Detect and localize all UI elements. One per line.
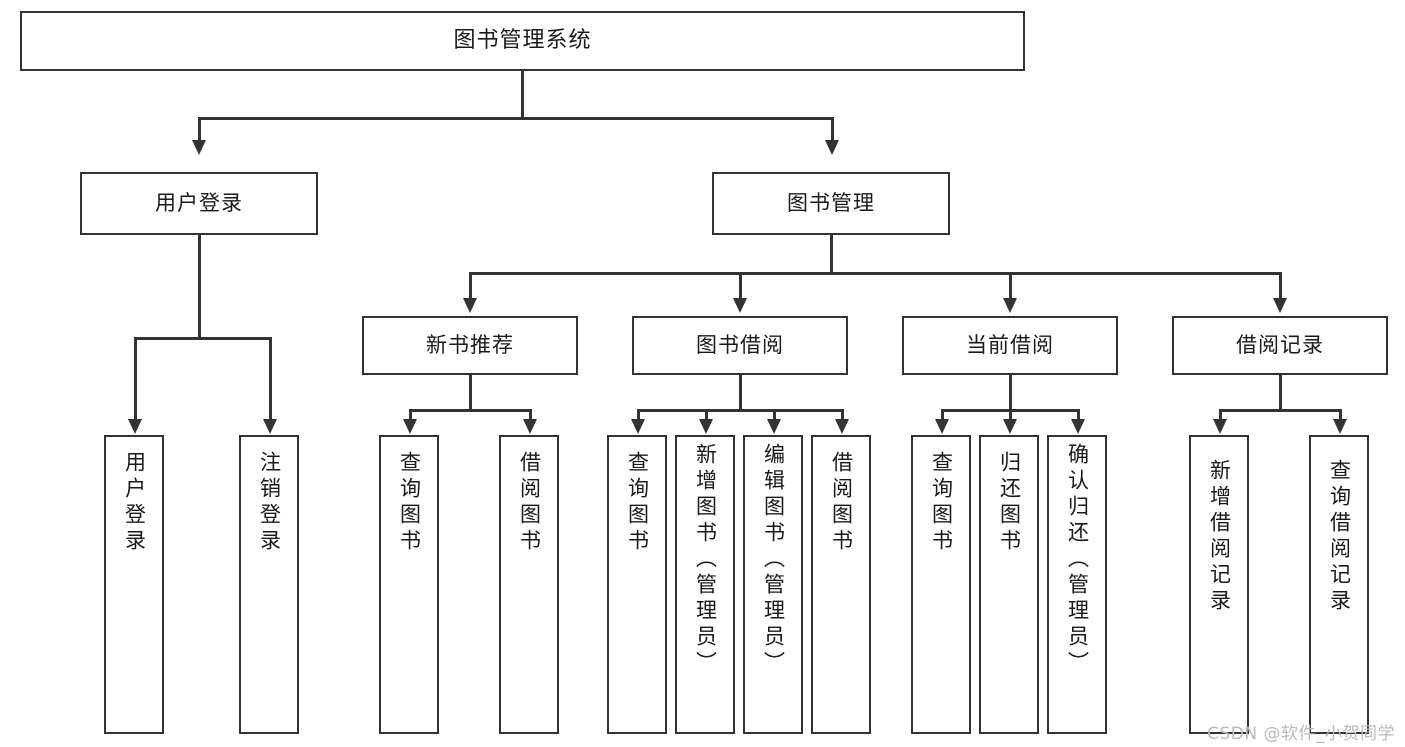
arrowhead-leaf-query-book-1 [403, 419, 417, 434]
leaf-add-book[interactable]: 新增图书（管理员） [675, 435, 735, 734]
arrowhead-leaf-query-record [1333, 419, 1347, 434]
connector-book-management-bus [469, 272, 1281, 275]
leaf-query-book-2[interactable]: 查询图书 [607, 435, 667, 734]
leaf-label: 确认归还（管理员） [1065, 443, 1090, 677]
connector-cb-child1 [941, 409, 944, 421]
arrowhead-leaf-query-book-2 [631, 419, 645, 434]
leaf-confirm-return[interactable]: 确认归还（管理员） [1047, 435, 1107, 734]
connector-book-management-stem [830, 235, 833, 272]
connector-borrow-record-stem [1279, 375, 1282, 409]
node-book-management[interactable]: 图书管理 [712, 172, 950, 235]
connector-cb-child3 [1077, 409, 1080, 421]
connector-bb-child4 [841, 409, 844, 421]
connector-user-login-child1 [134, 337, 137, 421]
connector-current-borrow-stem [1009, 375, 1012, 409]
arrowhead-borrow-record [1273, 298, 1287, 313]
connector-bb-child3 [773, 409, 776, 421]
leaf-label: 借阅图书 [829, 451, 854, 555]
node-label: 新书推荐 [426, 332, 514, 357]
node-new-book-recommend[interactable]: 新书推荐 [362, 316, 578, 375]
leaf-edit-book[interactable]: 编辑图书（管理员） [743, 435, 803, 734]
leaf-label: 新增图书（管理员） [693, 443, 718, 677]
node-label: 图书管理 [787, 190, 875, 215]
arrowhead-current-borrow [1003, 298, 1017, 313]
arrowhead-leaf-user-logout [263, 419, 277, 434]
leaf-user-login[interactable]: 用户登录 [104, 435, 164, 734]
node-borrow-record[interactable]: 借阅记录 [1172, 316, 1388, 375]
connector-bm-to-book-borrow [739, 272, 742, 300]
leaf-query-book-3[interactable]: 查询图书 [911, 435, 971, 734]
connector-br-child2 [1339, 409, 1342, 421]
arrowhead-leaf-borrow-book-1 [523, 419, 537, 434]
leaf-label: 新增借阅记录 [1207, 459, 1232, 615]
connector-root-bus [198, 117, 832, 120]
connector-bm-to-new-book [469, 272, 472, 300]
connector-root-stem [521, 71, 524, 117]
connector-root-to-user-login [198, 117, 201, 142]
connector-bb-child2 [705, 409, 708, 421]
arrowhead-leaf-add-book [699, 419, 713, 434]
arrowhead-leaf-return-book [1003, 419, 1017, 434]
leaf-borrow-book-2[interactable]: 借阅图书 [811, 435, 871, 734]
node-label: 用户登录 [155, 190, 243, 215]
arrowhead-leaf-user-login [128, 419, 142, 434]
node-label: 借阅记录 [1236, 332, 1324, 357]
connector-new-book-child2 [529, 409, 532, 421]
node-user-login[interactable]: 用户登录 [80, 172, 318, 235]
connector-borrow-record-bus [1219, 409, 1341, 412]
leaf-add-record[interactable]: 新增借阅记录 [1189, 435, 1249, 734]
leaf-label: 查询借阅记录 [1327, 459, 1352, 615]
connector-cb-child2 [1009, 409, 1012, 421]
arrowhead-leaf-edit-book [767, 419, 781, 434]
leaf-label: 查询图书 [625, 451, 650, 555]
connector-user-login-bus [134, 337, 271, 340]
leaf-label: 借阅图书 [517, 451, 542, 555]
arrowhead-leaf-confirm-return [1071, 419, 1085, 434]
connector-bm-to-current-borrow [1009, 272, 1012, 300]
leaf-query-book-1[interactable]: 查询图书 [379, 435, 439, 734]
node-label: 图书借阅 [696, 332, 784, 357]
arrowhead-user-login [192, 140, 206, 155]
leaf-label: 编辑图书（管理员） [761, 443, 786, 677]
connector-root-to-book-management [831, 117, 834, 142]
leaf-label: 查询图书 [397, 451, 422, 555]
connector-user-login-stem [198, 235, 201, 337]
leaf-label: 用户登录 [122, 451, 147, 555]
leaf-query-record[interactable]: 查询借阅记录 [1309, 435, 1369, 734]
connector-bm-to-borrow-record [1279, 272, 1282, 300]
node-book-borrow[interactable]: 图书借阅 [632, 316, 848, 375]
node-current-borrow[interactable]: 当前借阅 [902, 316, 1118, 375]
connector-br-child1 [1219, 409, 1222, 421]
connector-new-book-child1 [409, 409, 412, 421]
leaf-borrow-book-1[interactable]: 借阅图书 [499, 435, 559, 734]
arrowhead-book-borrow [733, 298, 747, 313]
connector-new-book-stem [469, 375, 472, 409]
leaf-return-book[interactable]: 归还图书 [979, 435, 1039, 734]
node-label: 图书管理系统 [453, 27, 592, 53]
arrowhead-leaf-borrow-book-2 [835, 419, 849, 434]
connector-book-borrow-bus [637, 409, 843, 412]
arrowhead-new-book-recommend [463, 298, 477, 313]
arrowhead-book-management [825, 140, 839, 155]
leaf-label: 查询图书 [929, 451, 954, 555]
arrowhead-leaf-add-record [1213, 419, 1227, 434]
arrowhead-leaf-query-book-3 [935, 419, 949, 434]
node-label: 当前借阅 [966, 332, 1054, 357]
leaf-user-logout[interactable]: 注销登录 [239, 435, 299, 734]
connector-user-login-child2 [269, 337, 272, 421]
connector-book-borrow-stem [739, 375, 742, 409]
connector-bb-child1 [637, 409, 640, 421]
leaf-label: 归还图书 [997, 451, 1022, 555]
node-root-system[interactable]: 图书管理系统 [20, 11, 1025, 71]
watermark-text: CSDN @软件_小贺同学 [1207, 724, 1395, 744]
leaf-label: 注销登录 [257, 451, 282, 555]
connector-new-book-bus [409, 409, 531, 412]
